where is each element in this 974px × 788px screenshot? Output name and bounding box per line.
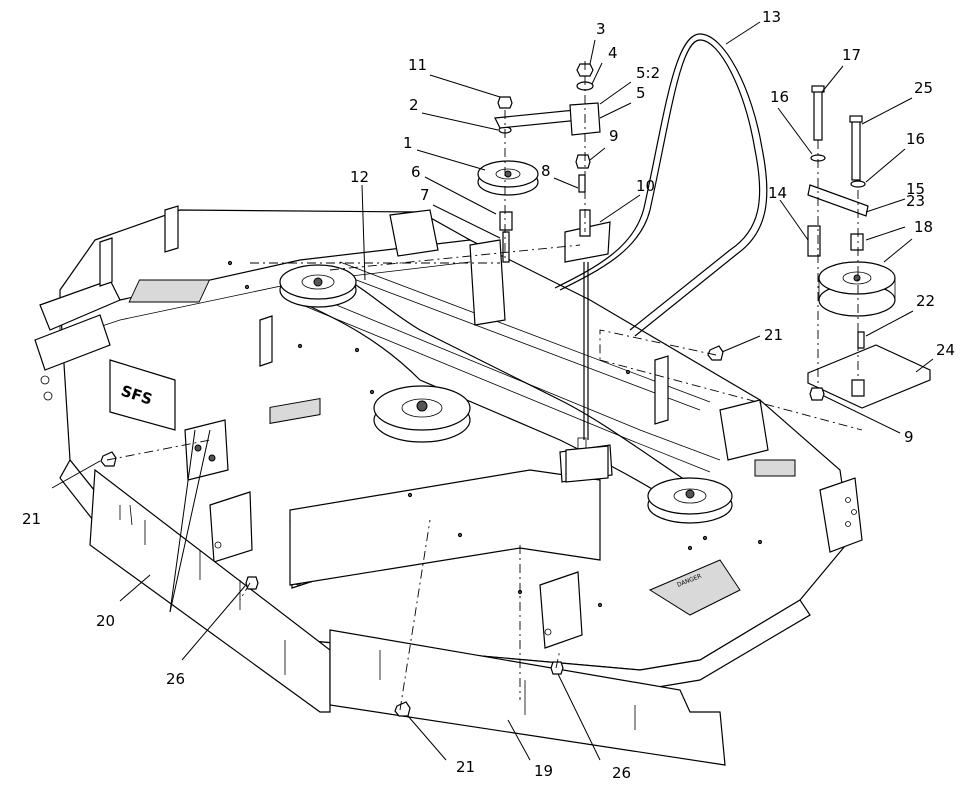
callout-16-right: 16 <box>906 130 925 148</box>
callout-18: 18 <box>914 218 933 236</box>
callout-2: 2 <box>409 96 419 114</box>
callout-26-front: 26 <box>612 764 631 782</box>
callout-19: 19 <box>534 762 553 780</box>
deck-mounting-holes <box>227 260 763 608</box>
callout-13: 13 <box>762 8 781 26</box>
callout-25: 25 <box>914 79 933 97</box>
callout-21-front: 21 <box>456 758 475 776</box>
callout-15: 15 <box>906 180 925 198</box>
callout-labels: 3 4 5:2 5 11 2 1 6 7 8 9 10 12 13 17 25 … <box>22 8 955 782</box>
callout-10: 10 <box>636 177 655 195</box>
callout-8: 8 <box>541 162 551 180</box>
right-idler-assembly <box>807 85 931 409</box>
fasteners <box>100 345 724 717</box>
callout-20: 20 <box>96 612 115 630</box>
mower-deck: DANGER SFS <box>34 205 863 691</box>
callout-12: 12 <box>350 168 369 186</box>
nut-21-left <box>100 451 117 467</box>
nut-21-right <box>707 345 724 361</box>
callout-9-bottom: 9 <box>904 428 914 446</box>
callout-1: 1 <box>403 134 413 152</box>
callout-17: 17 <box>842 46 861 64</box>
callout-3: 3 <box>596 20 606 38</box>
left-side-discharge-shield <box>89 468 331 713</box>
callout-5-2: 5:2 <box>636 64 660 82</box>
front-shield <box>329 629 726 766</box>
callout-22: 22 <box>916 292 935 310</box>
callout-14: 14 <box>768 184 787 202</box>
callout-9-top: 9 <box>609 127 619 145</box>
bolt-26-left <box>245 576 259 590</box>
callout-11: 11 <box>408 56 427 74</box>
leader-lines <box>51 21 934 761</box>
callout-21-right: 21 <box>764 326 783 344</box>
callout-21-left: 21 <box>22 510 41 528</box>
callout-26-left: 26 <box>166 670 185 688</box>
callout-16-left: 16 <box>770 88 789 106</box>
callout-23: 23 <box>906 192 925 210</box>
bolt-26-front <box>550 661 564 675</box>
callout-6: 6 <box>411 163 421 181</box>
assembly-lines <box>106 60 863 711</box>
callout-7: 7 <box>420 186 430 204</box>
callout-5: 5 <box>636 84 646 102</box>
callout-24: 24 <box>936 341 955 359</box>
callout-4: 4 <box>608 44 618 62</box>
deck-drive-belt <box>554 33 768 337</box>
